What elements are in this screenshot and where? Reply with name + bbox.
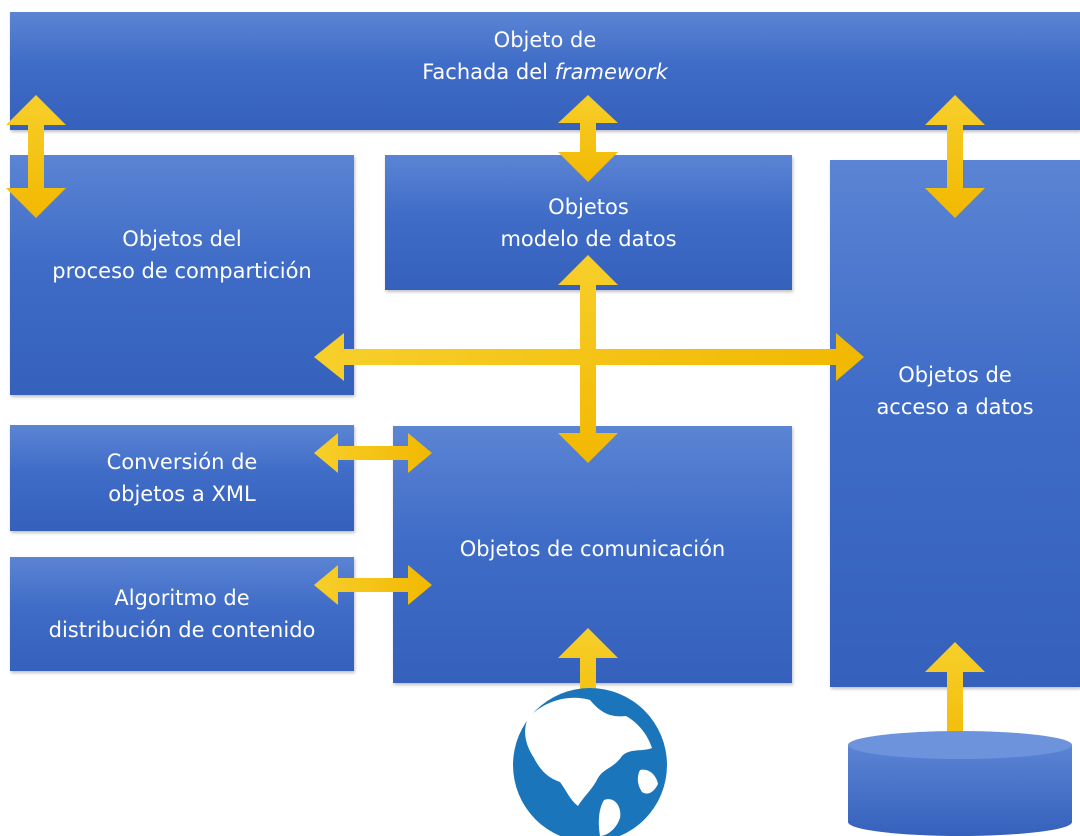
arrow-facade-sharing	[6, 95, 66, 218]
xml-conversion-box: Conversión de objetos a XML	[10, 425, 354, 531]
sharing-process-box: Objetos del proceso de compartición	[10, 155, 354, 395]
facade-label-line1: Objeto de	[493, 28, 597, 52]
distribution-algorithm-box: Algoritmo de distribución de contenido	[10, 557, 354, 671]
globe-icon	[513, 688, 667, 836]
arrow-distribution-communication	[314, 565, 432, 605]
sharing-process-label: Objetos del proceso de compartición	[52, 227, 312, 283]
facade-label-line2: Fachada del framework	[422, 56, 667, 88]
data-access-box: Objetos de acceso a datos	[830, 160, 1080, 687]
facade-box: Objeto de Fachada del framework	[10, 12, 1080, 130]
data-model-label: Objetos modelo de datos	[500, 195, 677, 251]
database-icon	[848, 731, 1072, 836]
arrow-xml-communication	[314, 433, 432, 473]
distribution-algorithm-label: Algoritmo de distribución de contenido	[48, 586, 316, 642]
communication-label: Objetos de comunicación	[459, 536, 726, 561]
arrow-sharing-dataaccess	[314, 333, 864, 381]
arrow-facade-datamodel	[558, 95, 618, 182]
xml-conversion-label: Conversión de objetos a XML	[106, 450, 258, 506]
data-access-label: Objetos de acceso a datos	[876, 362, 1034, 419]
facade-label-italic: framework	[554, 60, 668, 84]
arrow-dataaccess-database	[925, 642, 985, 768]
facade-label-prefix: Fachada del	[422, 60, 555, 84]
arrow-facade-dataaccess	[925, 95, 985, 218]
